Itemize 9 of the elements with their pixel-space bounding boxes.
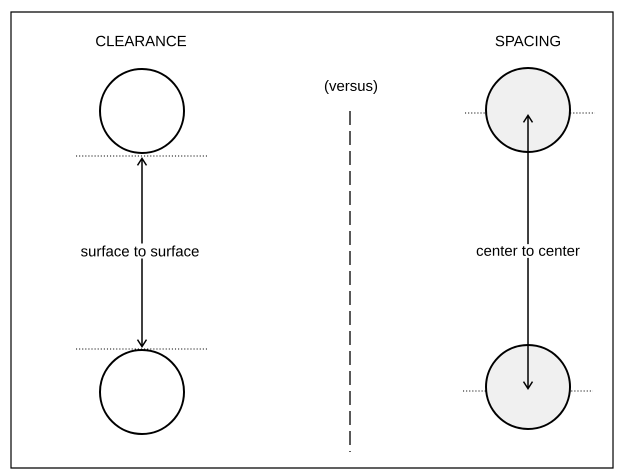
label-text: surface to surface xyxy=(78,244,202,258)
circle xyxy=(99,68,185,154)
circle xyxy=(485,67,571,153)
label-text: SPACING xyxy=(492,34,564,48)
circle xyxy=(99,349,185,435)
label-text: CLEARANCE xyxy=(93,34,189,48)
label-text: (versus) xyxy=(322,78,380,96)
circle xyxy=(485,344,571,430)
label-text: center to center xyxy=(474,244,582,258)
